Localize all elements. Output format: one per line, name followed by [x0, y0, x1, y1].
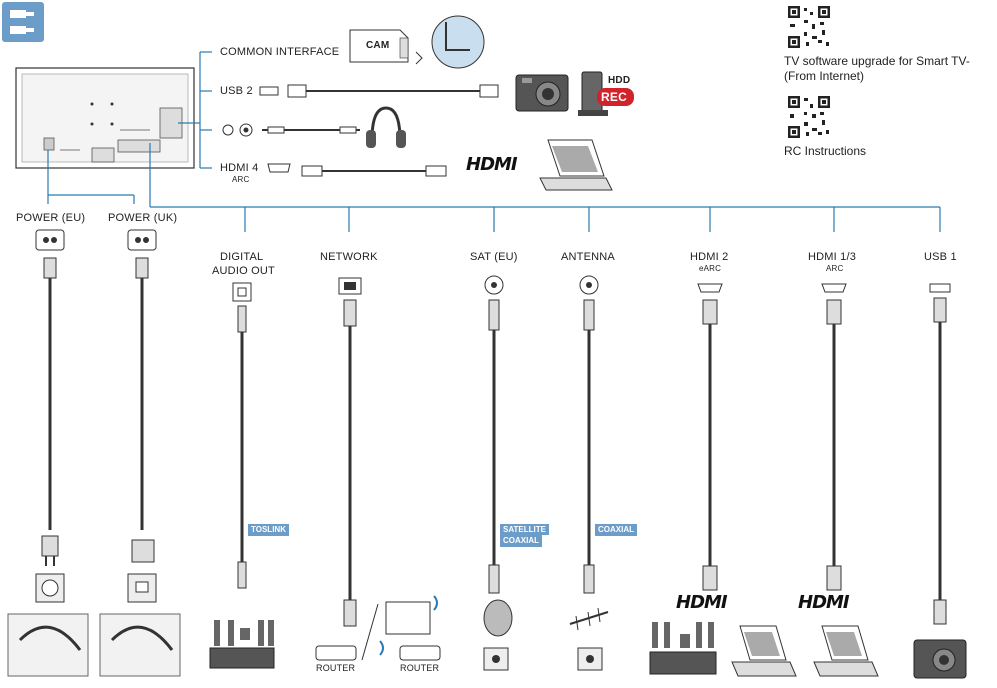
digital-audio-label-2: AUDIO OUT [212, 265, 275, 277]
connection-lines [47, 51, 941, 232]
antenna-label: ANTENNA [561, 251, 615, 263]
usb2-label: USB 2 [220, 85, 253, 97]
hdmi4-sub-label: ARC [232, 175, 250, 184]
cam-label: CAM [366, 40, 390, 51]
usb1-label: USB 1 [924, 251, 957, 263]
sat-tag-1: SATELLITE [500, 524, 549, 535]
sat-cable [483, 275, 513, 671]
tv-back-illustration [15, 67, 195, 169]
router-label-2: ROUTER [400, 663, 440, 673]
hdmi2-sub-label: eARC [699, 264, 722, 273]
network-label: NETWORK [320, 251, 378, 263]
hdmi4-label: HDMI 4 [220, 162, 259, 174]
qr-code-upgrade [788, 6, 830, 48]
hdmi2-cable [649, 283, 797, 677]
upgrade-text-2: (From Internet) [784, 69, 865, 83]
power-uk-cable [99, 229, 181, 677]
sat-tag-2: COAXIAL [500, 535, 542, 547]
hdmi2-label: HDMI 2 [690, 251, 729, 263]
optical-cable [209, 282, 275, 669]
network-cable [315, 277, 441, 661]
power-uk-label: POWER (UK) [108, 212, 178, 224]
digital-audio-label-1: DIGITAL [220, 251, 264, 263]
headphone-cable [222, 123, 360, 137]
coaxial-tag: COAXIAL [595, 524, 637, 536]
headphones-icon [366, 106, 406, 148]
hdmi13-label: HDMI 1/3 [808, 251, 857, 263]
rec-label: REC [601, 90, 627, 104]
common-interface-label: COMMON INTERFACE [220, 46, 340, 58]
camera-icon [515, 74, 569, 112]
antenna-cable [569, 275, 609, 671]
hdmi-logo-right: HDMI [798, 592, 850, 613]
laptop-icon [539, 139, 613, 191]
qr-code-rc [788, 96, 830, 138]
usb-cable [259, 84, 499, 98]
connection-icon [2, 2, 44, 42]
hdmi-logo-left: HDMI [676, 592, 728, 613]
hdd-label: HDD [608, 75, 631, 86]
hdmi13-sub-label: ARC [826, 264, 844, 273]
power-eu-label: POWER (EU) [16, 212, 86, 224]
rc-instructions-text: RC Instructions [784, 144, 867, 158]
cam-card [349, 15, 485, 69]
hdmi4-cable [267, 163, 447, 177]
toslink-tag: TOSLINK [248, 524, 289, 536]
sat-label: SAT (EU) [470, 251, 518, 263]
upgrade-text: TV software upgrade for Smart TV- [784, 54, 970, 68]
power-eu-cable [7, 229, 89, 677]
usb1-cable [913, 283, 967, 679]
router-label-1: ROUTER [316, 663, 356, 673]
hdmi-logo-top: HDMI [466, 154, 518, 175]
hdmi13-cable [813, 283, 879, 677]
rec-badge [597, 88, 634, 106]
